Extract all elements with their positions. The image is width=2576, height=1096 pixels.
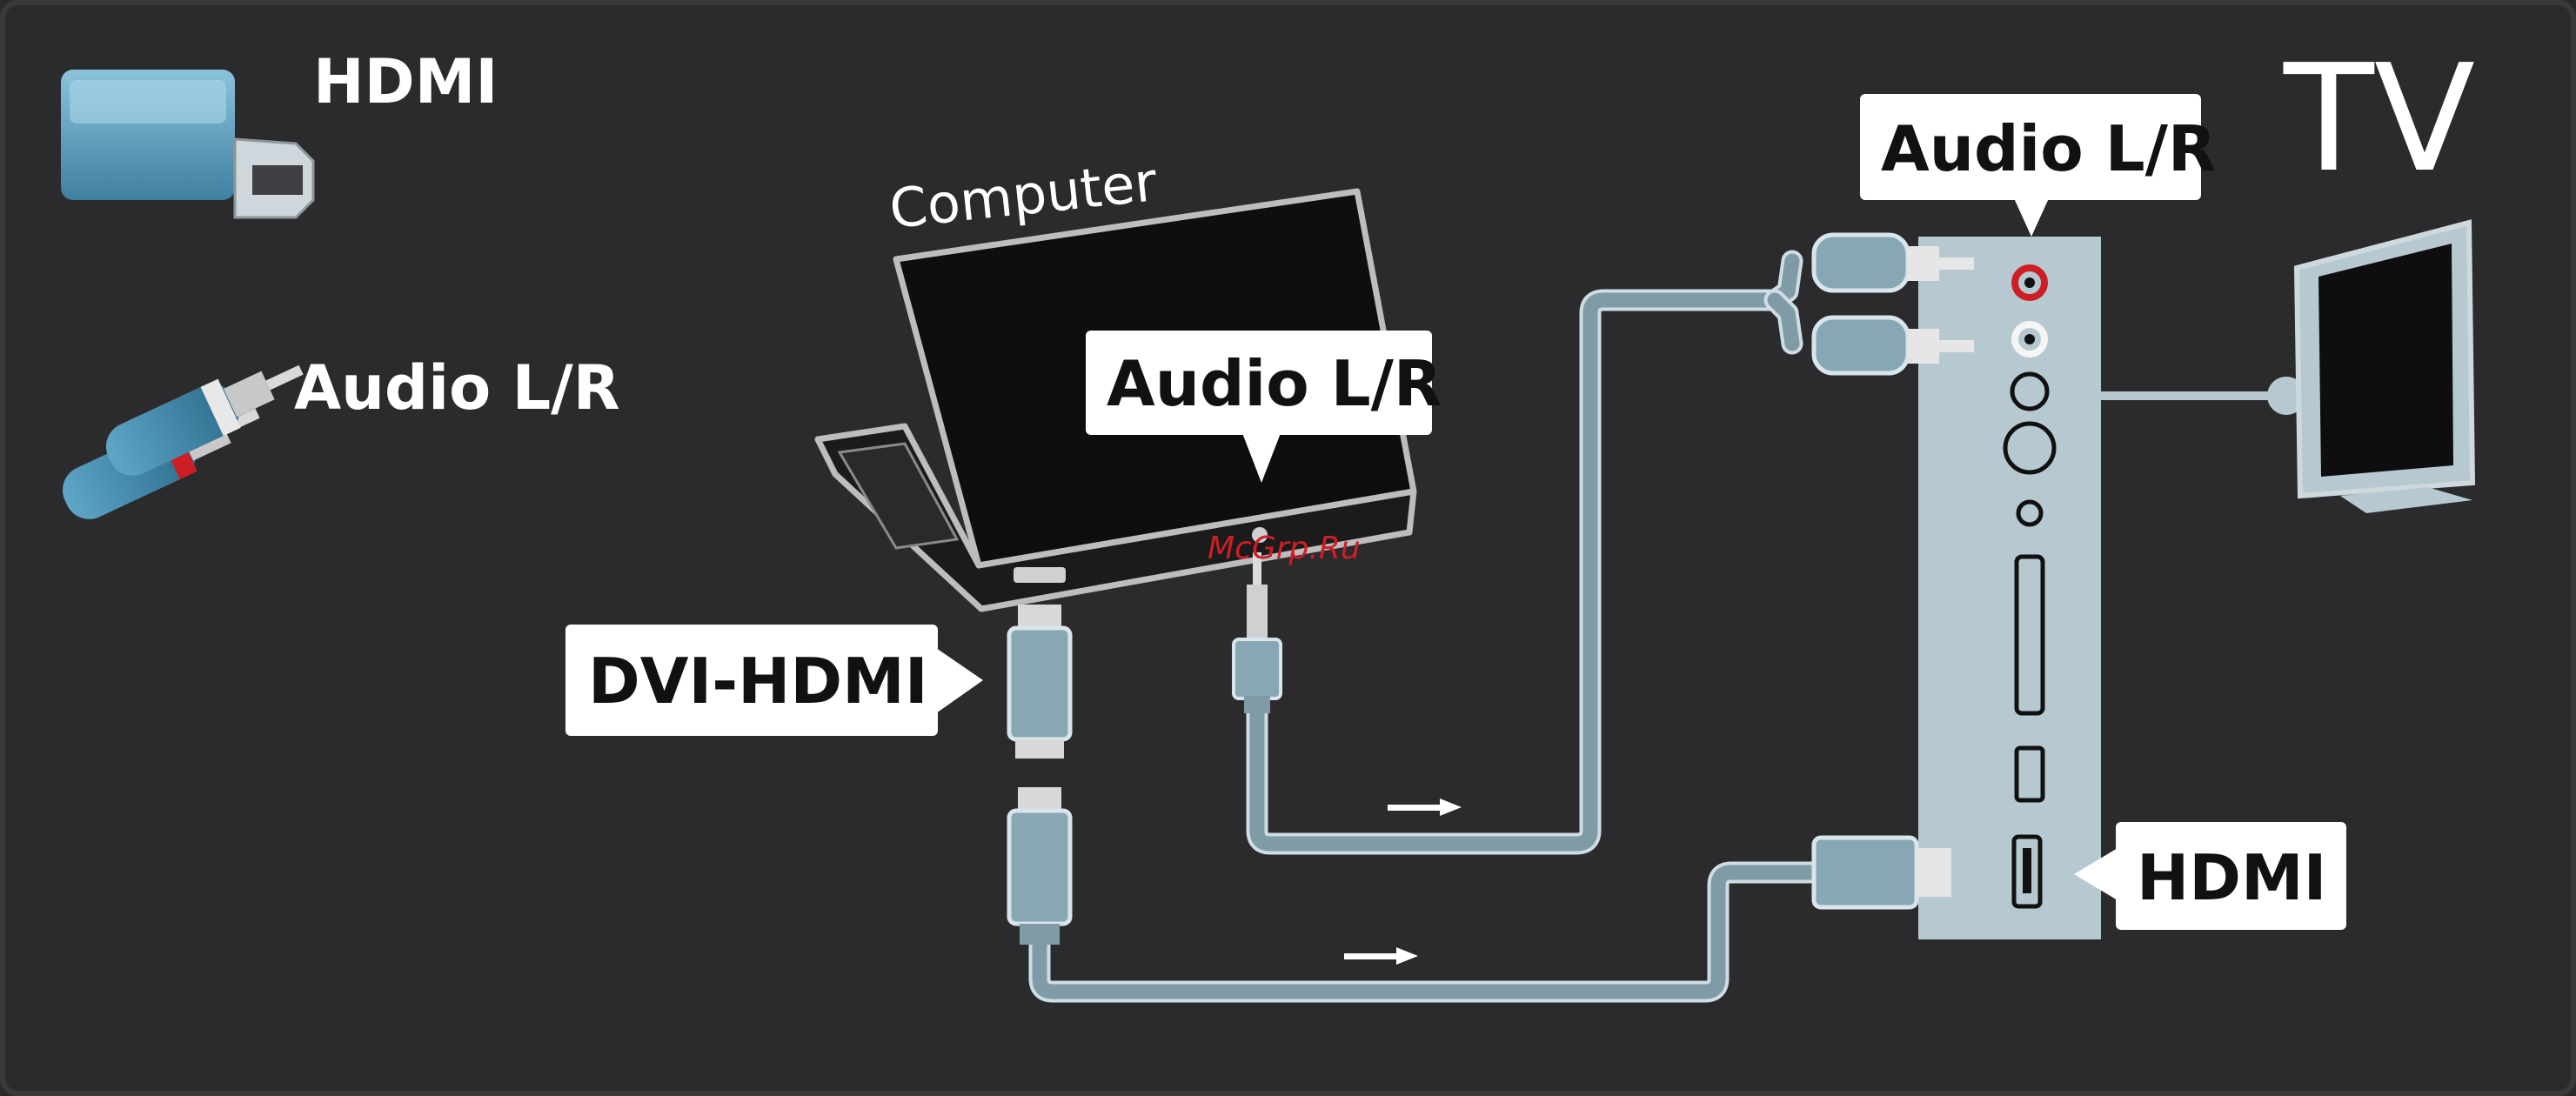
legend-audio-label: Audio L/R [294,352,620,424]
tv-audio-label: Audio L/R [1881,112,2216,185]
tv-title: TV [2283,33,2475,205]
legend-audio: Audio L/R [55,345,620,527]
video-flow-arrow-icon [1344,947,1418,965]
rca-plugs-icon [55,345,312,527]
hdmi-connector [1009,787,1070,945]
dvi-connector [1009,605,1070,759]
tv-hdmi-plug [1814,838,1951,907]
hdmi-connector-icon [61,70,313,217]
tv-hdmi-label-callout: HDMI [2074,822,2346,930]
audio-flow-arrow-icon [1388,799,1462,816]
tv-set-icon [2297,223,2472,513]
dvi-hdmi-label-callout: DVI-HDMI [565,625,983,736]
video-cable-edge [1040,872,1814,992]
dvi-hdmi-label: DVI-HDMI [588,645,928,718]
legend-hdmi: HDMI [61,46,498,217]
laptop-dvi-port [1014,567,1066,583]
video-cable [1040,872,1814,992]
watermark: McGrp.Ru [1208,531,1361,566]
tv-hdmi-label: HDMI [2137,841,2326,914]
computer-audio-label: Audio L/R [1107,347,1442,420]
tv-audio-label-callout: Audio L/R [1860,94,2216,237]
audio-jack-plug [1234,552,1281,713]
legend-hdmi-label: HDMI [313,46,498,117]
